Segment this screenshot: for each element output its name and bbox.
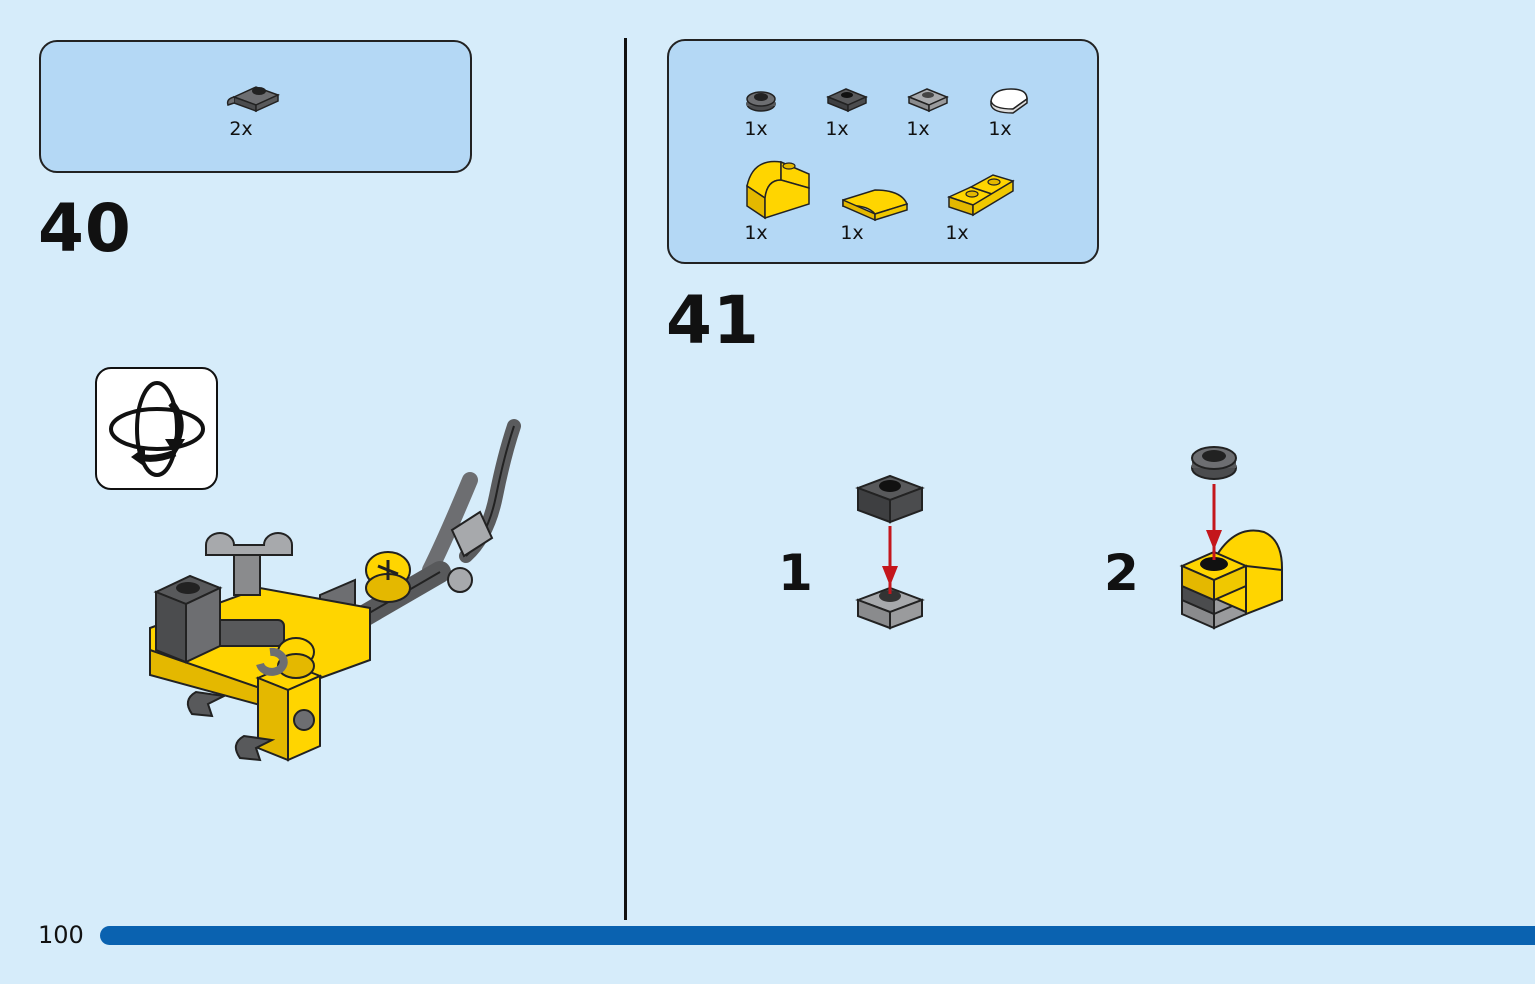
part-qty: 1x [840,222,864,244]
step-40-parts-box: 2x [39,40,472,173]
step-41-parts-box: 1x 1x 1x 1x 1x 1x 1x [667,39,1099,264]
part-qty: 1x [744,222,768,244]
part-qty: 1x [988,118,1012,140]
step-40-model-illustration [149,419,521,762]
white-round-tile-icon [990,88,1028,114]
rotate-model-icon [109,381,205,477]
part-qty: 1x [945,222,969,244]
yellow-curved-slope-icon [746,160,810,220]
substep-number: 2 [1104,544,1139,602]
substep-1-illustration [855,474,925,630]
dark-gray-clip-plate-icon [226,86,280,113]
dark-gray-plate-icon [826,88,868,113]
rotate-model-callout [95,367,218,490]
dark-round-plate-icon [746,91,776,112]
progress-bar [100,926,1535,945]
part-qty: 1x [744,118,768,140]
yellow-curved-tile-icon [842,189,909,222]
part-qty: 1x [825,118,849,140]
yellow-inverted-slope-icon [946,174,1015,217]
substep-number: 1 [778,544,813,602]
substep-2-illustration [1179,446,1283,630]
part-qty: 1x [906,118,930,140]
step-number: 41 [666,282,760,359]
page-number: 100 [38,921,84,949]
step-40-part-qty: 2x [229,118,253,140]
page-divider [624,38,627,920]
step-number: 40 [38,190,132,267]
light-gray-plate-icon [907,88,949,113]
